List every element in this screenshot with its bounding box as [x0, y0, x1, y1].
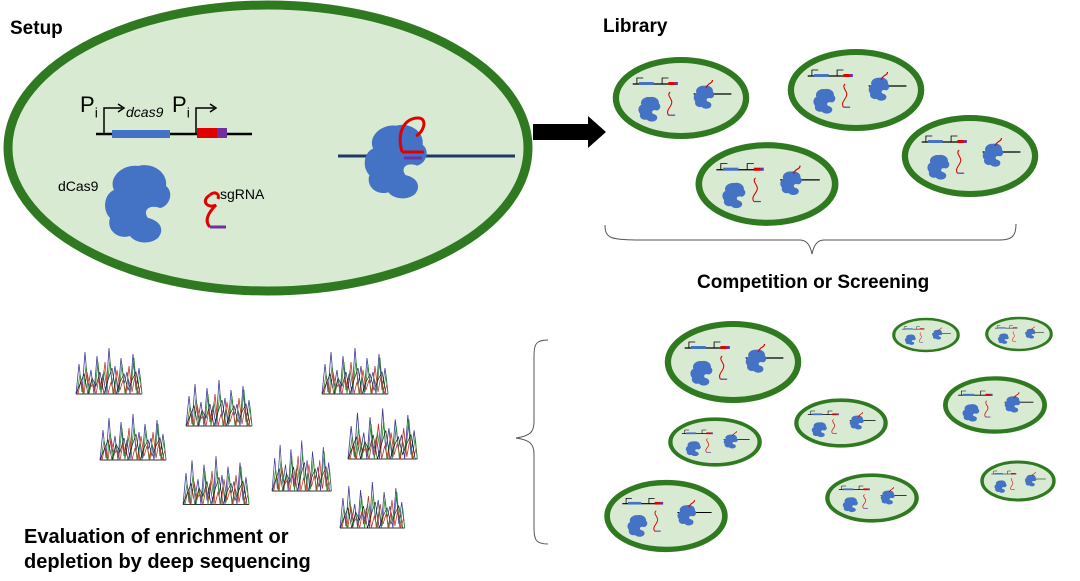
- competition-title: Competition or Screening: [697, 272, 930, 293]
- library-cell-1: [616, 60, 746, 136]
- sequencing-trace-8: [339, 481, 406, 529]
- promoter1-label: Pi: [80, 92, 98, 121]
- sequencing-trace-7: [182, 455, 250, 506]
- sequencing-trace-6: [271, 439, 332, 492]
- screen-cell-1: [668, 324, 798, 400]
- sgrna-label: sgRNA: [220, 186, 265, 202]
- setup-title: Setup: [10, 18, 63, 39]
- library-cell-4: [905, 118, 1035, 194]
- construct-dna: [96, 103, 252, 138]
- sequencing-trace-3: [321, 347, 389, 395]
- process-arrow-icon: [533, 116, 606, 148]
- library-cell-2: [791, 52, 921, 128]
- dcas9-dna-complex: [338, 116, 515, 199]
- screen-cell-3: [987, 318, 1051, 350]
- dcas9-protein-label: dCas9: [58, 178, 99, 194]
- sequencing-trace-4: [99, 413, 167, 461]
- library-bracket: [604, 223, 1017, 255]
- setup-cell: [3, 0, 533, 296]
- dcas9-gene-box: [112, 130, 170, 138]
- sequencing-trace-1: [75, 347, 143, 395]
- screen-cell-4: [945, 378, 1044, 431]
- screen-cell-7: [982, 462, 1054, 500]
- promoter2-arrow-icon: [195, 107, 214, 134]
- evaluation-title-line2: depletion by deep sequencing: [24, 551, 311, 573]
- sequencing-trace-5: [347, 407, 418, 460]
- promoter2-label: Pi: [172, 92, 190, 121]
- library-title: Library: [603, 16, 668, 37]
- evaluation-title-line1: Evaluation of enrichment or: [24, 526, 289, 548]
- sequencing-trace-2: [185, 379, 253, 427]
- sgrna-gene-red: [197, 128, 217, 138]
- sgrna-icon: [203, 191, 226, 229]
- screen-cell-2: [894, 319, 958, 351]
- dcas9-protein-icon: [105, 165, 171, 243]
- screen-cell-6: [670, 419, 759, 465]
- dcas9-gene-label: dcas9: [126, 104, 164, 120]
- library-cell-3: [699, 145, 835, 223]
- screen-cell-5: [796, 400, 885, 446]
- sgrna-gene-purple: [217, 128, 227, 138]
- screening-bracket: [515, 339, 549, 545]
- promoter1-arrow-icon: [103, 107, 122, 134]
- screen-cell-9: [607, 483, 725, 550]
- screen-cell-8: [827, 475, 916, 521]
